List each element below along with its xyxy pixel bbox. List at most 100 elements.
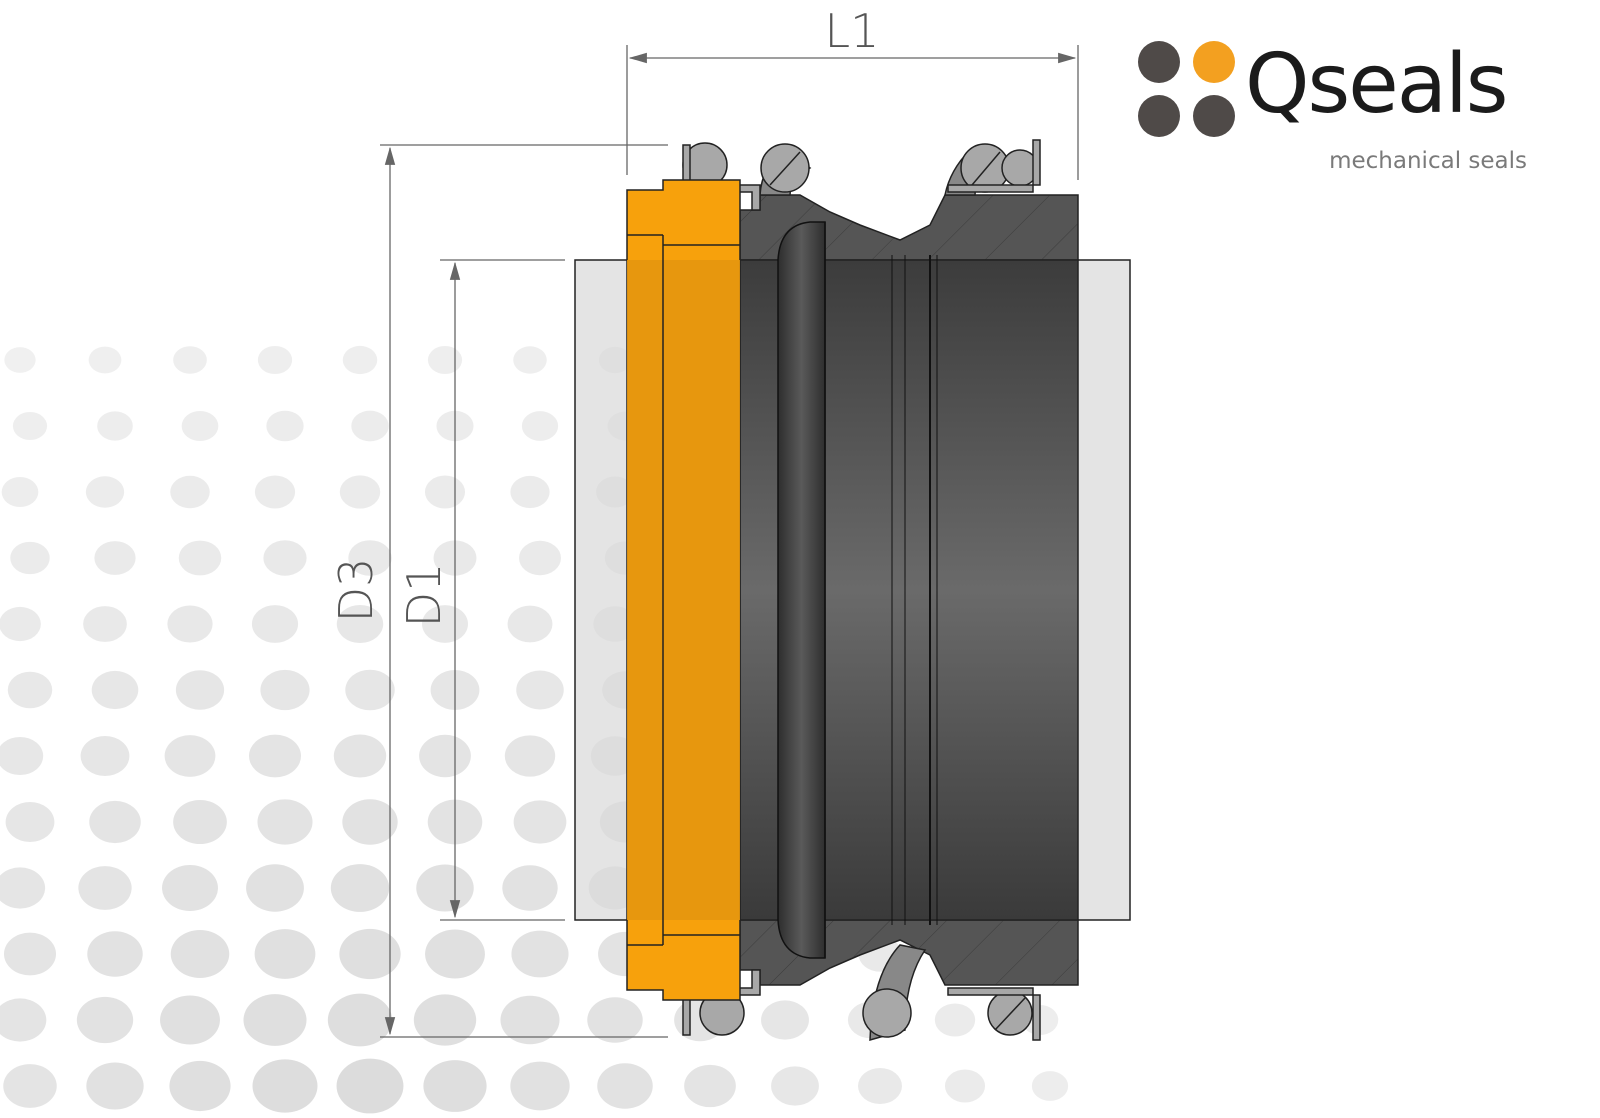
background-dot [257, 799, 313, 845]
background-dot [178, 540, 222, 576]
background-dot [1, 476, 39, 508]
logo-dot [1193, 95, 1235, 137]
background-dot [513, 346, 547, 374]
background-dot [413, 994, 477, 1046]
bellows-groove [777, 221, 826, 959]
background-dot [0, 998, 47, 1042]
dimension-label-d1: D1 [397, 563, 451, 628]
background-dot [510, 1061, 570, 1111]
background-dot [342, 799, 398, 845]
background-dot [181, 410, 219, 442]
background-dot [173, 799, 227, 845]
background-dot [7, 671, 53, 709]
background-dot [83, 606, 127, 642]
background-dot [944, 1069, 986, 1103]
background-dot [87, 931, 143, 977]
background-dot [88, 346, 122, 374]
background-dot [10, 541, 50, 575]
background-dot [348, 540, 392, 576]
background-dot [3, 932, 57, 976]
background-dot [587, 997, 643, 1043]
background-dot [771, 1066, 819, 1106]
background-dot [416, 864, 474, 912]
background-dot [330, 864, 390, 912]
background-dot [339, 928, 401, 980]
logo-tagline: mechanical seals [1329, 148, 1527, 174]
background-dot [521, 411, 559, 441]
background-dot [507, 605, 553, 643]
background-dot [424, 475, 466, 509]
background-dot [254, 475, 296, 509]
background-dot [427, 345, 463, 375]
background-dot [80, 735, 130, 777]
background-dot [160, 995, 220, 1045]
background-dot [78, 866, 132, 910]
background-dot [260, 669, 310, 711]
background-dot [502, 865, 558, 911]
background-dot [0, 606, 41, 642]
background-dot [3, 1064, 57, 1108]
background-dot [94, 541, 136, 575]
background-dot [169, 1060, 231, 1112]
background-dot [333, 734, 387, 778]
background-dot [266, 410, 304, 442]
background-dot [91, 670, 139, 710]
logo-dot [1138, 95, 1180, 137]
background-dot [12, 411, 48, 441]
bellows-body [739, 194, 1079, 986]
background-dot [5, 801, 55, 843]
background-dot [327, 993, 393, 1047]
background-dot [76, 996, 134, 1044]
logo-dot [1138, 41, 1180, 83]
background-dot [170, 475, 210, 509]
background-dot [254, 929, 316, 979]
background-dot [0, 736, 44, 776]
qseals-logo: Qseals mechanical seals [1138, 37, 1527, 174]
background-dot [500, 995, 560, 1045]
background-dot [173, 346, 207, 374]
background-dot [97, 411, 133, 441]
background-dot [263, 540, 307, 576]
springs [682, 139, 1041, 1042]
logo-dot [1193, 41, 1235, 83]
background-dot [425, 929, 485, 979]
background-dot [597, 1063, 653, 1109]
background-dot [934, 1003, 976, 1037]
background-dot [1031, 1071, 1069, 1101]
background-dot [336, 604, 384, 644]
background-dot [170, 930, 230, 978]
background-dot [162, 865, 218, 911]
background-dot [516, 670, 564, 710]
background-dot [243, 994, 307, 1046]
background-dot [511, 930, 569, 978]
background-dot [248, 734, 302, 778]
background-dot [251, 605, 299, 643]
background-dot [89, 800, 141, 844]
background-dot [246, 864, 304, 912]
background-dot [858, 1067, 902, 1105]
logo-wordmark: Qseals [1245, 37, 1506, 132]
background-dot [0, 867, 46, 909]
background-dot [4, 347, 36, 373]
dimension-label-d3: D3 [329, 558, 383, 623]
background-dot [164, 735, 216, 777]
background-dot [510, 475, 550, 509]
background-dot [167, 605, 213, 643]
background-dot [342, 345, 378, 375]
background-dot [351, 410, 389, 442]
background-dot [345, 669, 395, 711]
background-dot [336, 1058, 404, 1114]
background-dot [519, 540, 561, 576]
background-dot [175, 670, 225, 710]
background-dot [339, 475, 381, 509]
background-dot [86, 1062, 144, 1110]
background-dot [85, 476, 125, 508]
background-dot [419, 734, 471, 778]
dimension-label-l1: L1 [825, 4, 880, 58]
background-dot [684, 1064, 736, 1108]
dimension-lines [380, 45, 1079, 1038]
seal-face [626, 179, 741, 1001]
background-dot [257, 345, 293, 375]
